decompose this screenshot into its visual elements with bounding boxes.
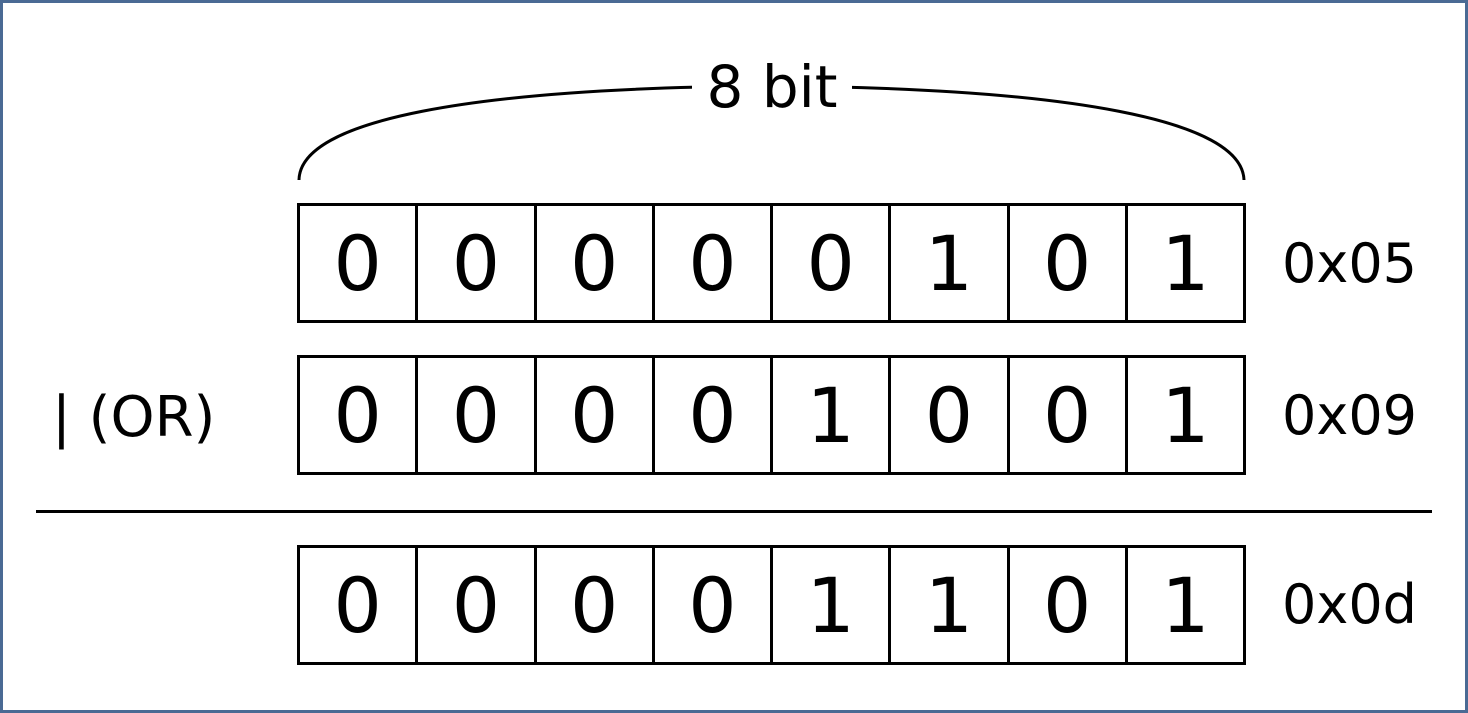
bit-cell: 0 — [300, 548, 419, 662]
bit-cell: 0 — [655, 548, 773, 662]
bit-cell: 0 — [891, 358, 1010, 472]
bit-cell: 1 — [773, 548, 892, 662]
result-divider-line — [36, 510, 1432, 513]
or-operator-label: | (OR) — [52, 385, 216, 450]
operand-b-hex: 0x09 — [1282, 384, 1418, 447]
bit-cell: 0 — [1010, 358, 1128, 472]
bit-cell: 0 — [1010, 548, 1128, 662]
bit-cell: 1 — [891, 548, 1010, 662]
bit-cell: 0 — [537, 358, 655, 472]
bit-cell: 1 — [1161, 370, 1210, 460]
bit-cell: 1 — [1161, 218, 1210, 308]
bit-cell: 0 — [300, 358, 419, 472]
bit-cell: 0 — [418, 358, 537, 472]
bit-cell: 0 — [773, 206, 892, 320]
result-byte: 0 0 0 0 1 1 0 1 — [297, 545, 1246, 665]
bit-width-label: 8 bit — [692, 52, 852, 122]
bit-cell: 0 — [1010, 206, 1128, 320]
operand-b-byte: 0 0 0 0 1 0 0 1 — [297, 355, 1246, 475]
bit-cell: 0 — [655, 206, 773, 320]
bit-cell: 0 — [418, 206, 537, 320]
operand-a-hex: 0x05 — [1282, 232, 1418, 295]
bit-cell: 0 — [537, 206, 655, 320]
bit-cell: 1 — [1161, 560, 1210, 650]
result-hex: 0x0d — [1282, 573, 1417, 636]
operand-a-byte: 0 0 0 0 0 1 0 1 — [297, 203, 1246, 323]
bit-cell: 0 — [300, 206, 419, 320]
bit-cell: 0 — [655, 358, 773, 472]
bit-cell: 0 — [537, 548, 655, 662]
bit-cell: 1 — [773, 358, 892, 472]
bit-cell: 1 — [891, 206, 1010, 320]
bit-cell: 0 — [418, 548, 537, 662]
